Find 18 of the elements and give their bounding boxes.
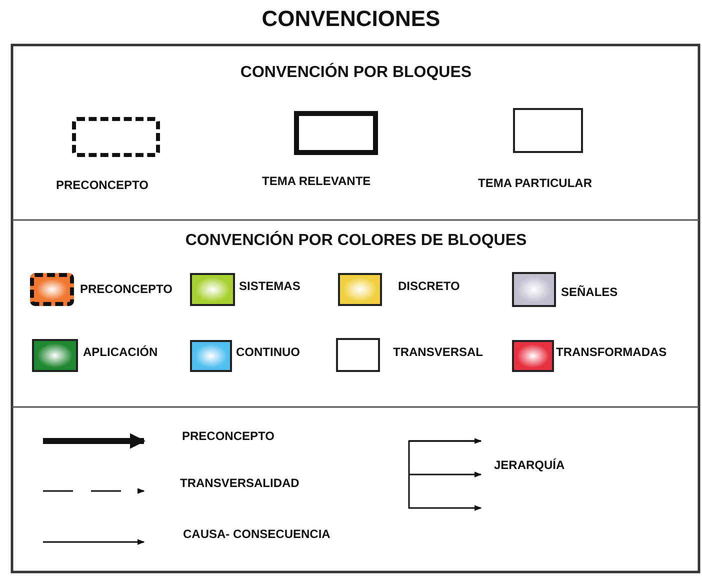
- legend-label: TEMA RELEVANTE: [262, 174, 371, 188]
- legend-label: CAUSA- CONSECUENCIA: [183, 527, 330, 541]
- legend-label: PRECONCEPTO: [80, 282, 172, 296]
- legend-label: TRANSVERSALIDAD: [180, 476, 300, 490]
- legend-label: PRECONCEPTO: [56, 178, 148, 192]
- legend-label: JERARQUÍA: [494, 458, 565, 472]
- legend-label: APLICACIÓN: [83, 345, 158, 359]
- legend-label: SISTEMAS: [239, 279, 300, 293]
- legend-label: PRECONCEPTO: [182, 429, 274, 443]
- legend-label: SEÑALES: [561, 285, 618, 299]
- legend-label: TEMA PARTICULAR: [478, 176, 592, 190]
- section-heading: CONVENCIÓN POR COLORES DE BLOQUES: [184, 232, 528, 250]
- legend-label: TRANSFORMADAS: [556, 345, 667, 359]
- legend-label: CONTINUO: [236, 345, 300, 359]
- legend-label: TRANSVERSAL: [393, 345, 484, 359]
- legend-label: DISCRETO: [398, 279, 460, 293]
- title: CONVENCIONES: [260, 6, 442, 32]
- section-heading: CONVENCIÓN POR BLOQUES: [239, 64, 473, 82]
